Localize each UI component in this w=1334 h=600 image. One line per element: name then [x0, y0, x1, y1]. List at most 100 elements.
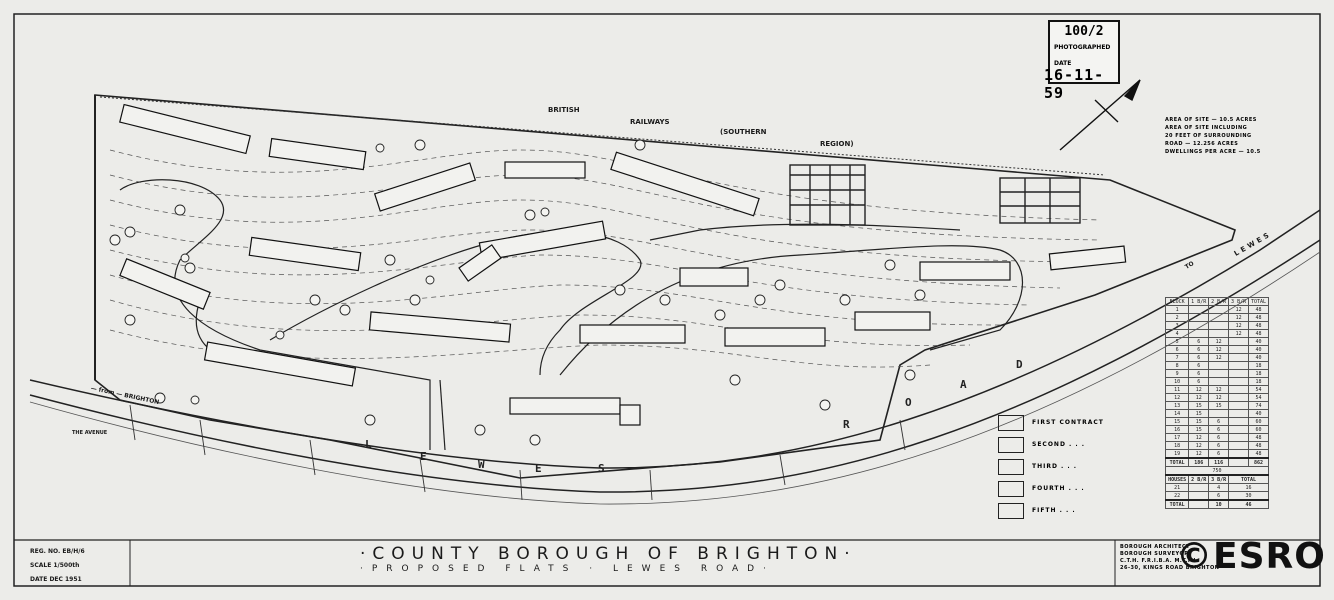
- schedule-cell: 15: [1188, 425, 1210, 434]
- schedule-cell: 6: [1188, 377, 1210, 386]
- access-roads: [119, 179, 1023, 451]
- schedule-cell: 2: [1164, 313, 1190, 322]
- schedule-cell: 12: [1228, 305, 1250, 314]
- schedule-cell: [1228, 337, 1250, 346]
- legend-label-first: FIRST CONTRACT: [1032, 419, 1104, 426]
- schedule-cell: [1188, 483, 1210, 492]
- schedule-cell: 2 B/R: [1188, 474, 1210, 484]
- stamp-photographed-label: PHOTOGRAPHED: [1054, 44, 1111, 51]
- stamp-date-label: DATE: [1054, 60, 1072, 67]
- block-5: [610, 151, 760, 217]
- schedule-cell: 6: [1208, 449, 1230, 459]
- road-letter: W: [478, 458, 485, 471]
- schedule-cell: [1228, 345, 1250, 354]
- legend-box-first: [998, 415, 1024, 431]
- trees: [109, 139, 926, 446]
- block-10: [679, 267, 749, 287]
- schedule-cell: 40: [1248, 345, 1269, 354]
- schedule-cell: [1228, 369, 1250, 378]
- schedule-cell: 12: [1208, 345, 1230, 354]
- railway-label-railways: RAILWAYS: [630, 118, 670, 126]
- legend-box-fourth: [998, 481, 1024, 497]
- schedule-cell: [1228, 393, 1250, 402]
- schedule-cell: [1208, 313, 1230, 322]
- schedule-cell: 18: [1248, 369, 1269, 378]
- schedule-cell: 12: [1188, 393, 1210, 402]
- stamp-number: 100/2: [1064, 24, 1104, 39]
- schedule-cell: [1188, 313, 1210, 322]
- road-letter: A: [960, 378, 967, 391]
- railway-label-southern: (SOUTHERN: [720, 128, 767, 136]
- schedule-cell: 750: [1165, 466, 1269, 476]
- the-avenue-label: THE AVENUE: [72, 430, 108, 436]
- schedule-cell: TOTAL: [1164, 457, 1190, 467]
- railway-line: [99, 96, 1106, 176]
- area-note-line: AREA OF SITE — 10.5 ACRES: [1165, 117, 1257, 123]
- stamp-date: 16-11-59: [1044, 66, 1105, 102]
- schedule-cell: 19: [1164, 449, 1190, 459]
- lewes-road-south-kerb: [29, 239, 1321, 493]
- schedule-cell: 13: [1164, 401, 1190, 410]
- schedule-cell: 15: [1208, 401, 1230, 410]
- schedule-cell: 2 B/R: [1208, 297, 1230, 306]
- schedule-cell: 6: [1164, 345, 1190, 354]
- schedule-cell: 15: [1188, 409, 1210, 418]
- schedule-cell: 21: [1164, 483, 1190, 492]
- schedule-cell: 48: [1248, 313, 1269, 322]
- schedule-cell: 5: [1164, 337, 1190, 346]
- schedule-cell: [1208, 377, 1230, 386]
- schedule-cell: 18: [1248, 361, 1269, 370]
- architect-address: 26-30, KINGS ROAD BRIGHTON: [1120, 565, 1220, 571]
- schedule-cell: [1228, 449, 1250, 459]
- schedule-cell: [1228, 353, 1250, 362]
- block-13: [368, 311, 512, 343]
- architect-line: BOROUGH ARCHITECT: [1120, 544, 1191, 550]
- block-7: [119, 258, 211, 310]
- schedule-cell: 6: [1208, 433, 1230, 442]
- schedule-cell: 54: [1248, 393, 1269, 402]
- architect-block: BOROUGH ARCHITECT BOROUGH SURVEYOR C.T.H…: [1120, 544, 1219, 572]
- schedule-cell: 12: [1228, 329, 1250, 338]
- schedule-cell: 186: [1188, 457, 1210, 467]
- schedule-cell: [1188, 305, 1210, 314]
- schedule-cell: 16: [1164, 425, 1190, 434]
- schedule-cell: 11: [1164, 385, 1190, 394]
- legend-label-third: THIRD . . .: [1032, 463, 1078, 470]
- drawing-date: DATE DEC 1951: [30, 576, 82, 583]
- schedule-cell: 48: [1248, 449, 1269, 459]
- schedule-cell: [1228, 457, 1250, 467]
- block-14: [579, 324, 686, 344]
- schedule-cell: 6: [1188, 353, 1210, 362]
- schedule-cell: 40: [1248, 337, 1269, 346]
- schedule-cell: 14: [1164, 409, 1190, 418]
- schedule-cell: 22: [1164, 491, 1190, 501]
- block-6: [248, 236, 362, 272]
- schedule-cell: 17: [1164, 433, 1190, 442]
- schedule-cell: 60: [1248, 425, 1269, 434]
- schedule-cell: [1228, 361, 1250, 370]
- schedule-cell: 6: [1188, 369, 1210, 378]
- schedule-cell: [1228, 417, 1250, 426]
- schedule-cell: 12: [1228, 321, 1250, 330]
- flat-blocks: [119, 103, 1127, 426]
- schedule-cell: 15: [1188, 417, 1210, 426]
- schedule-cell: 6: [1208, 417, 1230, 426]
- schedule-cell: 4: [1164, 329, 1190, 338]
- schedule-cell: 116: [1208, 457, 1230, 467]
- road-letter: E: [535, 462, 542, 475]
